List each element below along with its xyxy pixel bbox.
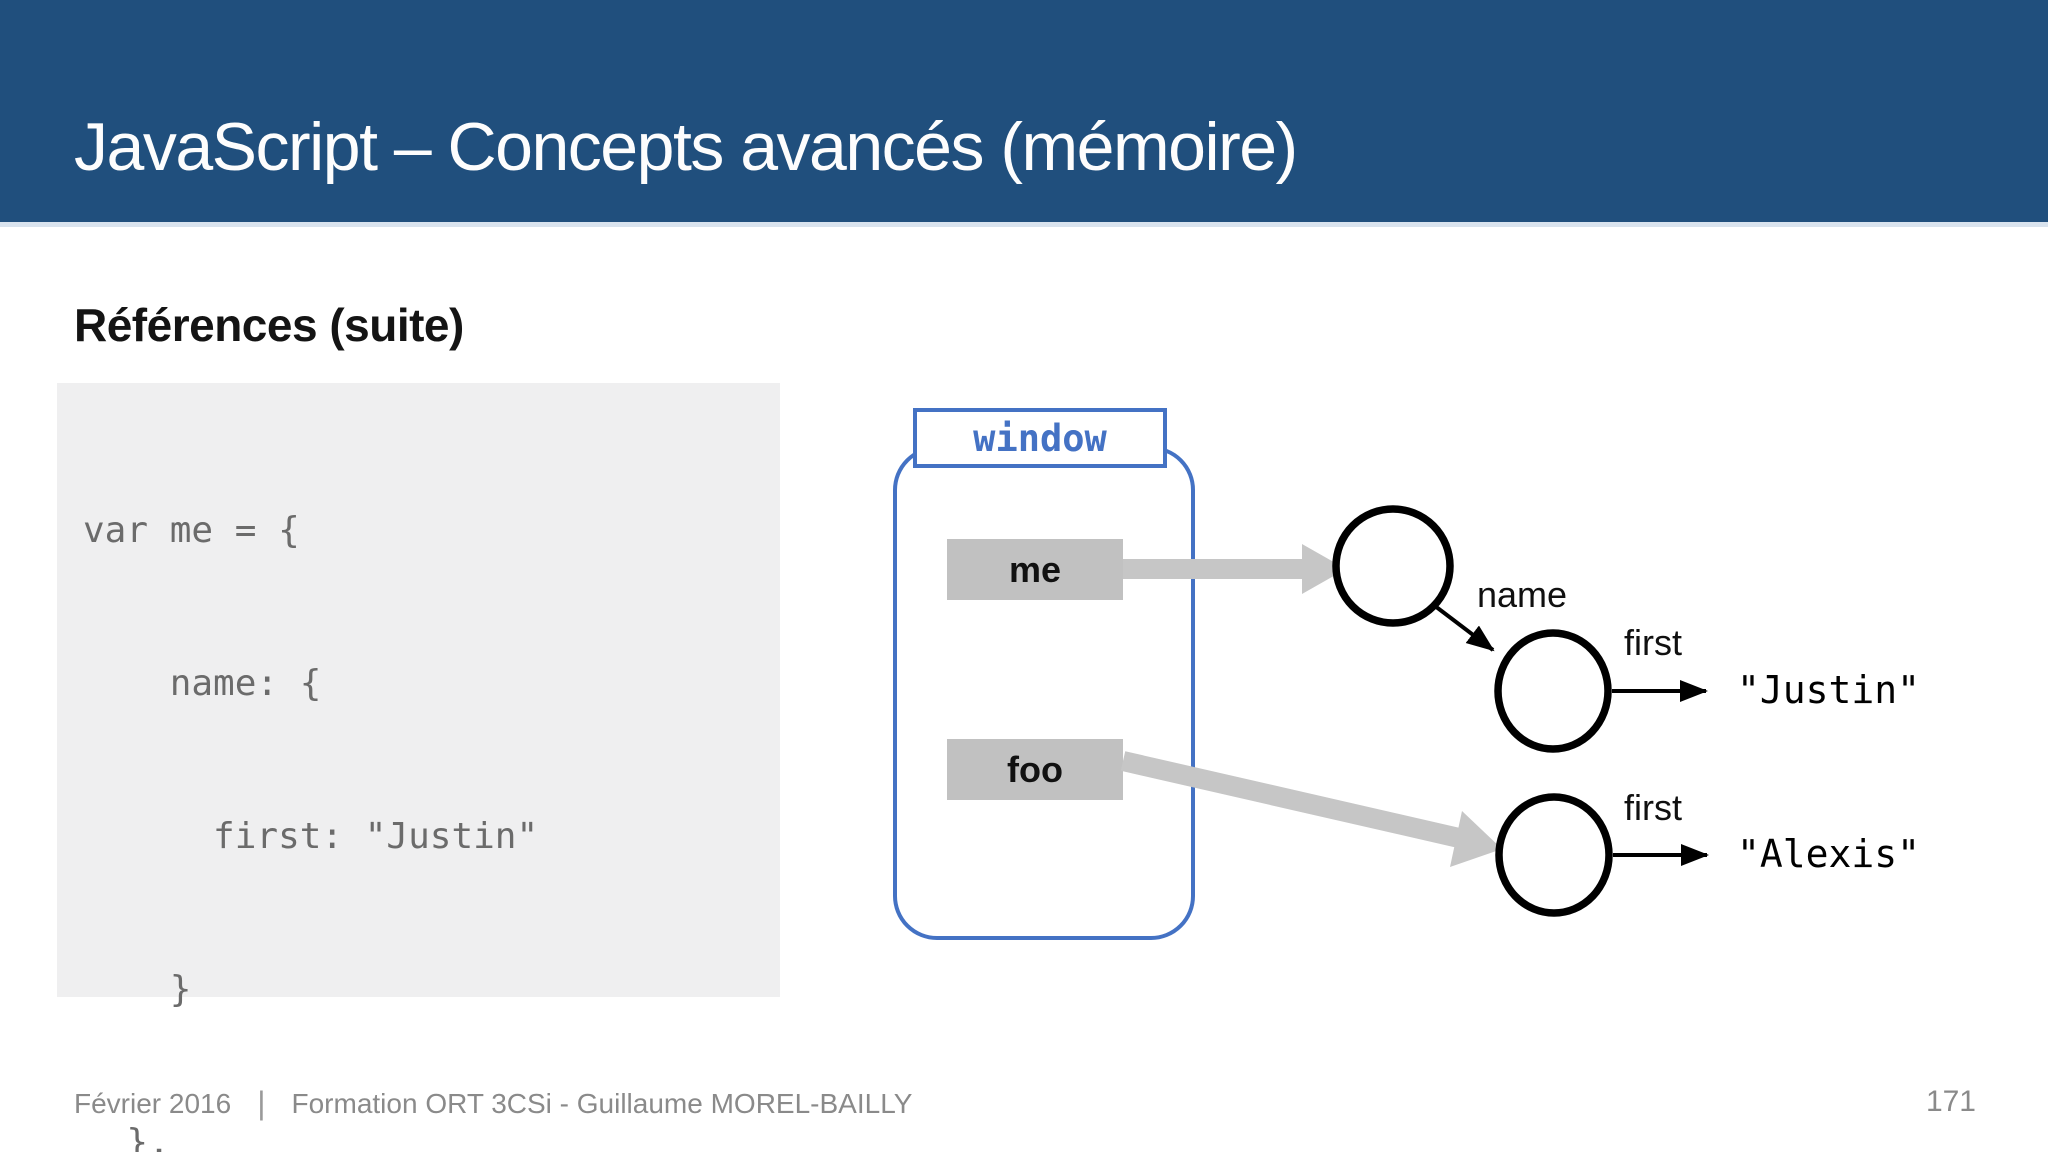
window-scope-bracket — [893, 446, 1195, 940]
footer-credit: Formation ORT 3CSi - Guillaume MOREL-BAI… — [291, 1087, 913, 1119]
reference-arrow-foo-head — [1450, 811, 1502, 867]
footer: Février 2016 | Formation ORT 3CSi - Guil… — [74, 1085, 912, 1122]
footer-date: Février 2016 — [74, 1087, 232, 1119]
edge-label-first-top: first — [1624, 622, 1682, 663]
code-block: var me = { name: { first: "Justin" } }, … — [57, 383, 780, 1152]
edge-label-first-bottom: first — [1624, 787, 1682, 828]
string-value-justin: "Justin" — [1737, 668, 1921, 712]
section-heading: Références (suite) — [74, 299, 464, 351]
window-scope-label: window — [913, 408, 1167, 468]
page-number: 171 — [1925, 1085, 1976, 1118]
slide-title: JavaScript – Concepts avancés (mémoire) — [74, 109, 1298, 185]
string-value-alexis: "Alexis" — [1737, 832, 1921, 876]
code-line: first: "Justin" — [83, 816, 539, 857]
object-circle-me — [1332, 505, 1454, 627]
code-line: } — [83, 969, 192, 1010]
code-line: }, — [83, 1122, 170, 1152]
object-circle-foo — [1495, 793, 1613, 917]
footer-separator: | — [257, 1085, 266, 1121]
var-box-me: me — [947, 539, 1123, 600]
edge-label-name: name — [1477, 574, 1568, 615]
code-line: var me = { — [83, 510, 300, 551]
var-box-foo: foo — [947, 739, 1123, 800]
object-circle-name — [1494, 629, 1612, 753]
title-bar: JavaScript – Concepts avancés (mémoire) — [0, 0, 2048, 227]
code-line: name: { — [83, 663, 322, 704]
